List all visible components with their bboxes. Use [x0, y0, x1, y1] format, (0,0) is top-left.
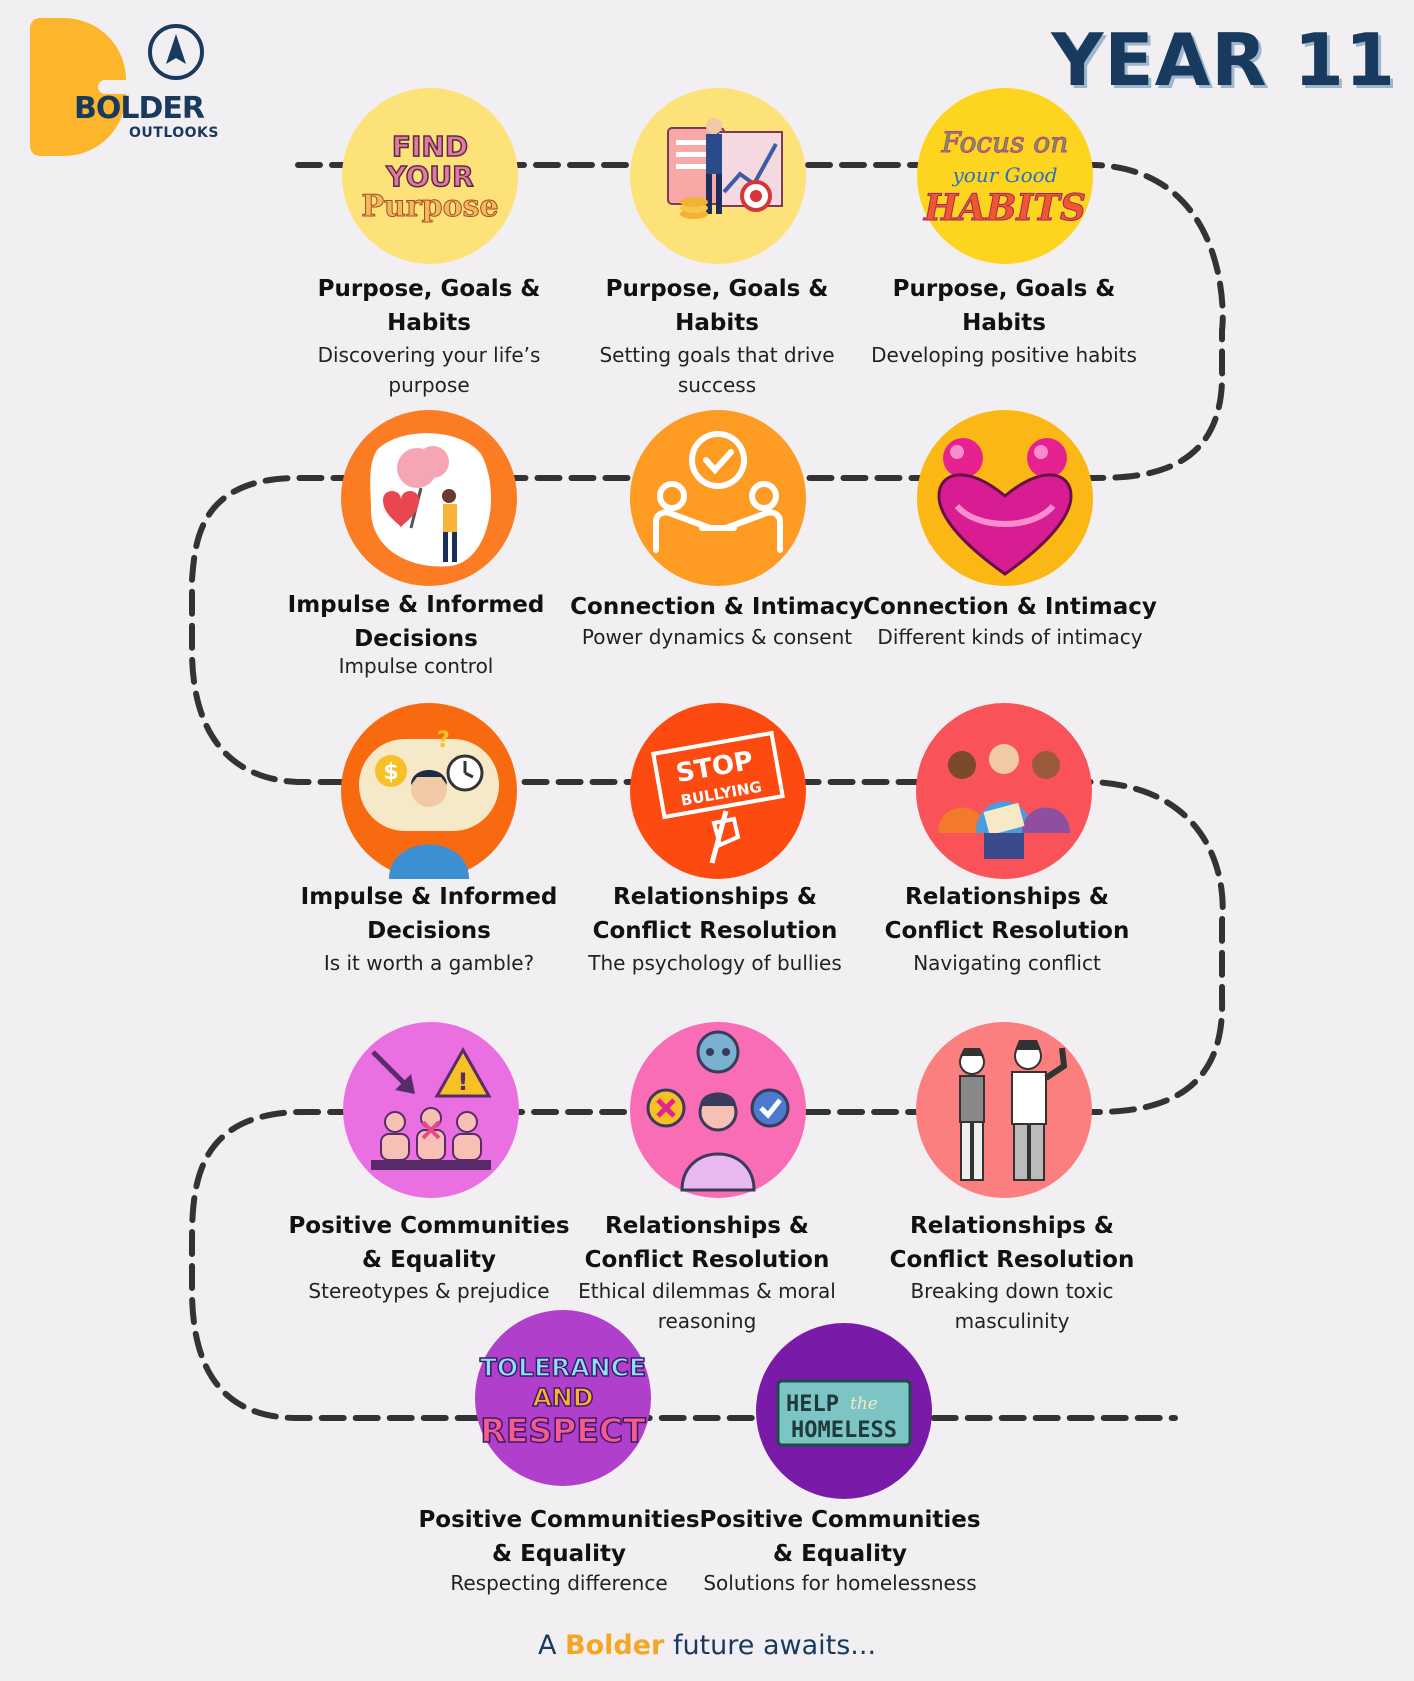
- svg-text:Purpose: Purpose: [361, 189, 498, 224]
- step-13-desc: Respecting difference: [450, 1571, 668, 1595]
- step-13-circle: TOLERANCE AND RESPECT: [475, 1310, 651, 1486]
- svg-text:Focus on: Focus on: [941, 126, 1069, 159]
- step-8-desc: The psychology of bullies: [588, 951, 842, 975]
- step-1-desc: Discovering your life’s purpose: [317, 343, 541, 397]
- footer-tagline: A Bolder future awaits...: [0, 1630, 1414, 1661]
- step-11-desc: Ethical dilemmas & moral reasoning: [578, 1279, 836, 1333]
- svg-text:HABITS: HABITS: [923, 187, 1086, 229]
- step-3-circle: Focus on your Good HABITS: [917, 88, 1093, 264]
- step-13-title: Positive Communities & Equality: [418, 1507, 700, 1567]
- help-the-homeless-art: HELP the HOMELESS: [776, 1379, 912, 1447]
- step-9-title: Relationships & Conflict Resolution: [884, 884, 1130, 944]
- step-10-desc: Breaking down toxic masculinity: [910, 1279, 1114, 1333]
- step-12-desc: Stereotypes & prejudice: [308, 1279, 550, 1303]
- step-14-title: Positive Communities & Equality: [699, 1507, 981, 1567]
- choice-person-icon: [646, 1030, 790, 1192]
- step-8-title: Relationships & Conflict Resolution: [592, 884, 838, 944]
- svg-text:the: the: [850, 1394, 878, 1414]
- step-5-desc: Power dynamics & consent: [581, 625, 853, 649]
- logo-b-notch: [98, 80, 132, 94]
- step-14-desc: Solutions for homelessness: [703, 1571, 977, 1595]
- step-7-circle: $ ?: [341, 703, 517, 879]
- step-3-title: Purpose, Goals & Habits: [892, 276, 1116, 336]
- bolder-outlooks-logo: BOLDER OUTLOOKS: [30, 18, 230, 158]
- step-14-circle: HELP the HOMELESS: [756, 1323, 932, 1499]
- svg-text:?: ?: [437, 728, 450, 753]
- footer-post: future awaits...: [664, 1630, 877, 1661]
- step-6-desc: Impulse control: [338, 654, 494, 678]
- step-8-circle: STOP BULLYING: [630, 703, 806, 879]
- step-5-title: Connection & Intimacy: [570, 594, 864, 620]
- svg-text:$: $: [383, 760, 398, 785]
- find-your-purpose-art: FIND YOUR Purpose: [361, 129, 499, 224]
- step-3-desc: Developing positive habits: [871, 343, 1137, 367]
- brain-heart-balance-icon: [370, 433, 491, 567]
- logo-subtext: OUTLOOKS: [129, 125, 219, 141]
- footer-pre: A: [537, 1630, 566, 1661]
- step-6-title: Impulse & Informed Decisions: [287, 592, 545, 652]
- page-title: YEAR 11: [1051, 18, 1396, 102]
- svg-text:HOMELESS: HOMELESS: [791, 1418, 897, 1443]
- goal-target-icon: [667, 118, 783, 219]
- svg-text:RESPECT: RESPECT: [480, 1411, 646, 1450]
- svg-text:AND: AND: [532, 1383, 593, 1412]
- thinking-money-clock-icon: $ ?: [359, 728, 499, 879]
- step-12-circle: !: [343, 1022, 519, 1198]
- step-2-title: Purpose, Goals & Habits: [605, 276, 829, 336]
- step-11-circle: [630, 1022, 806, 1198]
- heart-hug-icon: [937, 438, 1073, 576]
- step-1-title: Purpose, Goals & Habits: [317, 276, 541, 336]
- step-4-desc: Different kinds of intimacy: [877, 625, 1143, 649]
- tolerance-respect-art: TOLERANCE AND RESPECT: [479, 1352, 647, 1451]
- step-10-circle: [916, 1022, 1092, 1198]
- step-11-title: Relationships & Conflict Resolution: [584, 1213, 830, 1273]
- step-4-title: Connection & Intimacy: [863, 594, 1157, 620]
- two-men-icon: [959, 1040, 1068, 1181]
- stop-bullying-sign-icon: STOP BULLYING: [651, 730, 785, 864]
- step-2-desc: Setting goals that drive success: [599, 343, 835, 397]
- footer-highlight: Bolder: [565, 1630, 665, 1661]
- logo-word: BOLDER: [74, 91, 205, 126]
- svg-text:TOLERANCE: TOLERANCE: [480, 1353, 646, 1382]
- svg-text:!: !: [458, 1068, 469, 1096]
- step-1-circle: FIND YOUR Purpose: [342, 88, 518, 264]
- step-7-desc: Is it worth a gamble?: [323, 951, 535, 975]
- step-2-circle: [630, 88, 806, 264]
- step-7-title: Impulse & Informed Decisions: [300, 884, 558, 944]
- step-10-title: Relationships & Conflict Resolution: [889, 1213, 1135, 1273]
- step-5-circle: [630, 410, 806, 586]
- step-6-circle: [341, 410, 517, 586]
- group-argument-icon: [938, 744, 1070, 859]
- step-12-title: Positive Communities & Equality: [288, 1213, 570, 1273]
- stereotype-people-icon: !: [371, 1046, 492, 1170]
- compass-icon: [148, 24, 204, 80]
- focus-on-habits-art: Focus on your Good HABITS: [923, 126, 1087, 230]
- svg-text:FIND: FIND: [392, 130, 468, 163]
- handshake-check-icon: [653, 431, 783, 553]
- step-4-circle: [917, 410, 1093, 586]
- svg-text:your Good: your Good: [952, 163, 1058, 187]
- step-9-desc: Navigating conflict: [913, 951, 1101, 975]
- svg-text:HELP: HELP: [786, 1392, 839, 1417]
- step-9-circle: [916, 703, 1092, 879]
- svg-text:YOUR: YOUR: [385, 160, 473, 193]
